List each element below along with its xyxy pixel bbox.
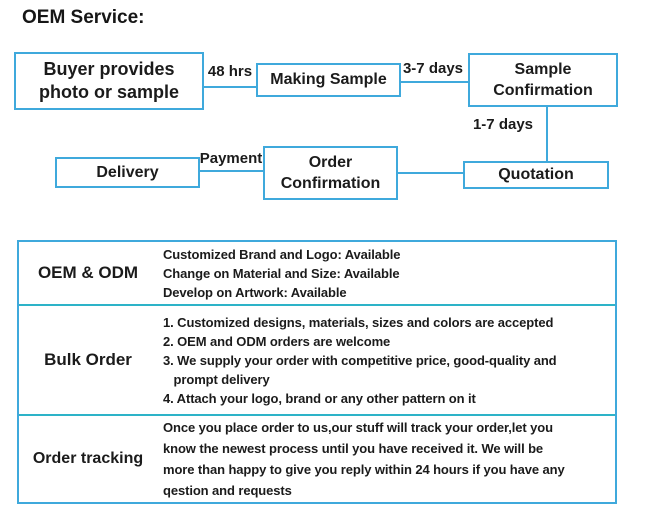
flow-box-delivery-label: Delivery xyxy=(96,163,159,181)
edge-label-3-7-days: 3-7 days xyxy=(402,60,464,77)
connector-making-to-confirmation xyxy=(401,81,468,83)
page-title: OEM Service: xyxy=(22,7,145,28)
flow-box-buyer-provides: Buyer provides photo or sample xyxy=(14,52,204,110)
row-label-bulk-order: Bulk Order xyxy=(44,350,132,369)
edge-label-48hrs: 48 hrs xyxy=(207,63,253,80)
flow-box-making-sample-label: Making Sample xyxy=(270,71,387,88)
row-label-order-tracking: Order tracking xyxy=(32,450,144,467)
connector-order-to-delivery xyxy=(200,170,263,172)
flow-box-quotation-label: Quotation xyxy=(498,166,574,183)
table-row-order-tracking: Order tracking Once you place order to u… xyxy=(19,414,615,502)
flow-box-quotation: Quotation xyxy=(463,161,609,189)
flow-box-order-confirmation: Order Confirmation xyxy=(263,146,398,200)
flow-box-delivery: Delivery xyxy=(55,157,200,188)
flow-box-making-sample: Making Sample xyxy=(256,63,401,97)
connector-confirmation-to-quotation xyxy=(546,107,548,161)
flow-box-sample-confirmation: Sample Confirmation xyxy=(468,53,618,107)
table-row-oem-odm: OEM & ODM Customized Brand and Logo: Ava… xyxy=(19,242,615,304)
row-label-oem-odm: OEM & ODM xyxy=(37,263,139,282)
flow-box-order-confirmation-label: Order Confirmation xyxy=(280,154,381,192)
edge-label-1-7-days: 1-7 days xyxy=(472,116,534,133)
row-content-oem-odm: Customized Brand and Logo: Available Cha… xyxy=(163,246,401,300)
edge-label-payment: Payment xyxy=(199,150,263,167)
connector-quotation-to-order xyxy=(398,172,463,174)
flow-box-sample-confirmation-label: Sample Confirmation xyxy=(493,61,593,99)
connector-buyer-to-making xyxy=(204,86,256,88)
row-content-bulk-order: 1. Customized designs, materials, sizes … xyxy=(163,314,557,406)
table-row-bulk-order: Bulk Order 1. Customized designs, materi… xyxy=(19,304,615,414)
flow-box-buyer-label: Buyer provides photo or sample xyxy=(38,59,179,102)
row-content-order-tracking: Once you place order to us,our stuff wil… xyxy=(163,420,565,498)
service-info-table: OEM & ODM Customized Brand and Logo: Ava… xyxy=(17,240,617,504)
